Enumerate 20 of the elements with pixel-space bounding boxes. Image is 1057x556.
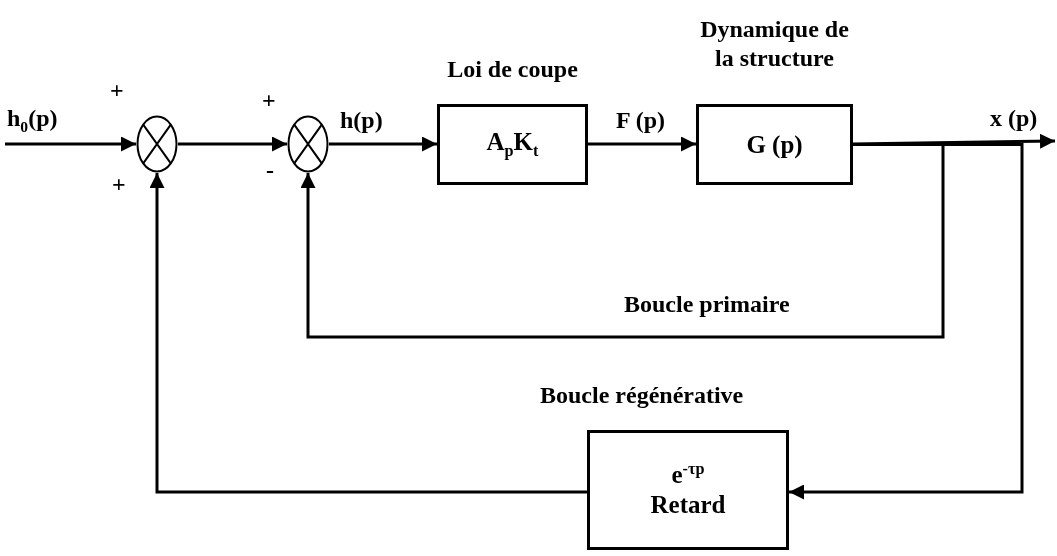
arrow <box>588 136 696 152</box>
block-text: Retard <box>650 490 726 521</box>
edge-label: x (p) <box>988 106 1040 130</box>
block-text: A$_{p}$K$_{t}$ <box>486 127 539 162</box>
block-box <box>587 430 789 550</box>
arrow <box>5 136 136 152</box>
summing-junction <box>287 115 329 173</box>
block-text: G (p) <box>746 129 803 160</box>
edge-label: h(p) <box>338 108 385 132</box>
arrow <box>329 136 437 152</box>
arrow <box>178 136 287 152</box>
edge-label: h$_{0}$(p) <box>5 106 60 135</box>
block-text: e$^{-τp}$ <box>671 459 705 491</box>
arrow <box>300 143 945 339</box>
summing-junction <box>136 115 178 173</box>
arrow <box>852 133 1056 149</box>
block-title: Dynamique de la structure <box>699 15 850 73</box>
block-title: Loi de coupe <box>447 55 578 84</box>
arrow <box>149 173 587 494</box>
arrow <box>789 143 1024 500</box>
